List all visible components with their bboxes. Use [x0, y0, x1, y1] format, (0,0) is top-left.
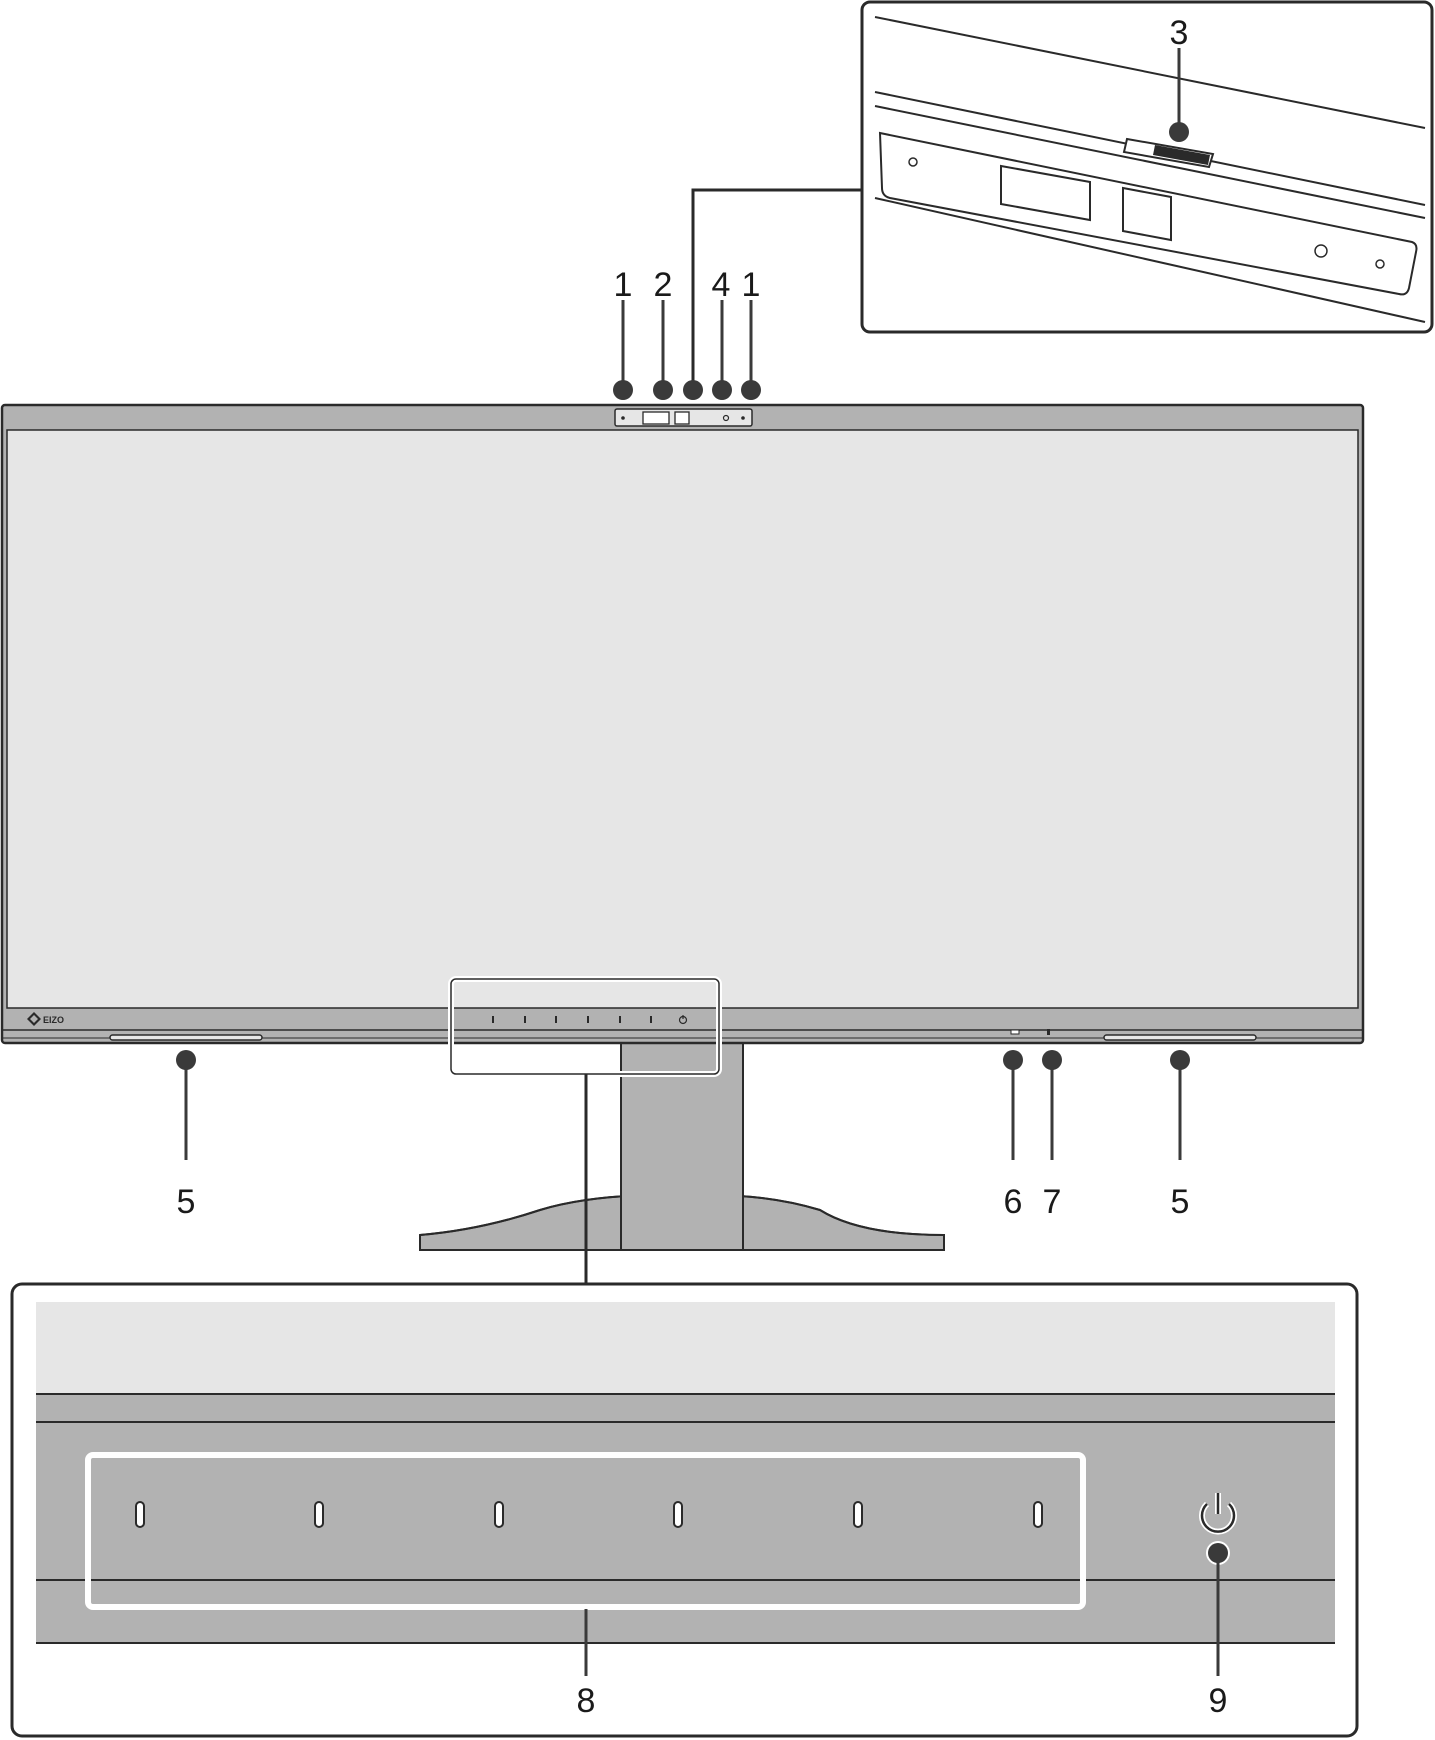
callout-2: 2: [654, 266, 673, 304]
callout-4: 4: [712, 266, 731, 304]
ambient-light-sensor: [1010, 1029, 1020, 1035]
callout-1-left: 1: [614, 266, 633, 304]
touch-key-5: [853, 1501, 863, 1528]
top-callouts: 1 2 4 1: [613, 266, 761, 400]
camera-lens: [1000, 164, 1091, 222]
touch-key-3: [494, 1501, 504, 1528]
power-icon: [1199, 1493, 1237, 1535]
speaker-left: [109, 1034, 263, 1041]
bottom-callouts: 5 6 7 5: [176, 1050, 1190, 1221]
controls-detail-inset: 8 9: [10, 1282, 1359, 1738]
callout-6: 6: [1004, 1183, 1023, 1221]
callout-5-left: 5: [177, 1183, 196, 1221]
inset-leader-line: [691, 188, 862, 388]
monitor-screen: [6, 429, 1359, 1009]
touch-key-2: [314, 1501, 324, 1528]
touch-key-6: [1033, 1501, 1043, 1528]
eizo-logo: EIZO: [27, 1012, 64, 1026]
inset-indicator: [1314, 244, 1328, 258]
inset-mic-right: [1375, 259, 1385, 269]
webcam-detail-inset: 3: [860, 0, 1434, 334]
front-touch-keys: [492, 1015, 688, 1025]
presence-sensor: [1047, 1029, 1050, 1035]
touch-keys-highlight-box: [85, 1452, 1086, 1610]
inset-mic-left: [908, 157, 918, 167]
ir-sensor: [1122, 186, 1172, 242]
callout-1-right: 1: [742, 266, 761, 304]
svg-text:EIZO: EIZO: [43, 1015, 64, 1025]
touch-keys-detail: [135, 1501, 1043, 1528]
callout-7: 7: [1043, 1183, 1062, 1221]
callout-5-right: 5: [1171, 1183, 1190, 1221]
callout-8: 8: [577, 1682, 596, 1720]
callout-3: 3: [1170, 14, 1189, 52]
touch-key-4: [673, 1501, 683, 1528]
callout-9: 9: [1209, 1682, 1228, 1720]
speaker-right: [1103, 1034, 1257, 1041]
monitor: EIZO: [0, 403, 1365, 1251]
touch-key-1: [135, 1501, 145, 1528]
